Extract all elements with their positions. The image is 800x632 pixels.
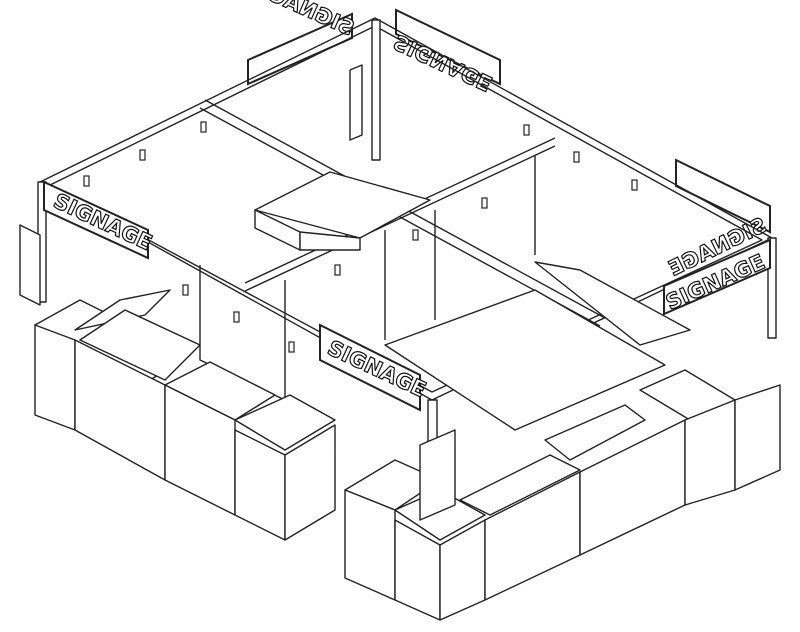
back-sign-top: SIGNAGE xyxy=(389,8,501,96)
sign-left: SIGNAGE xyxy=(43,180,156,260)
front-counters xyxy=(344,369,781,621)
back-counters xyxy=(254,171,691,431)
left-counters xyxy=(19,224,336,541)
sign-text: SIGNAGE xyxy=(50,189,156,255)
